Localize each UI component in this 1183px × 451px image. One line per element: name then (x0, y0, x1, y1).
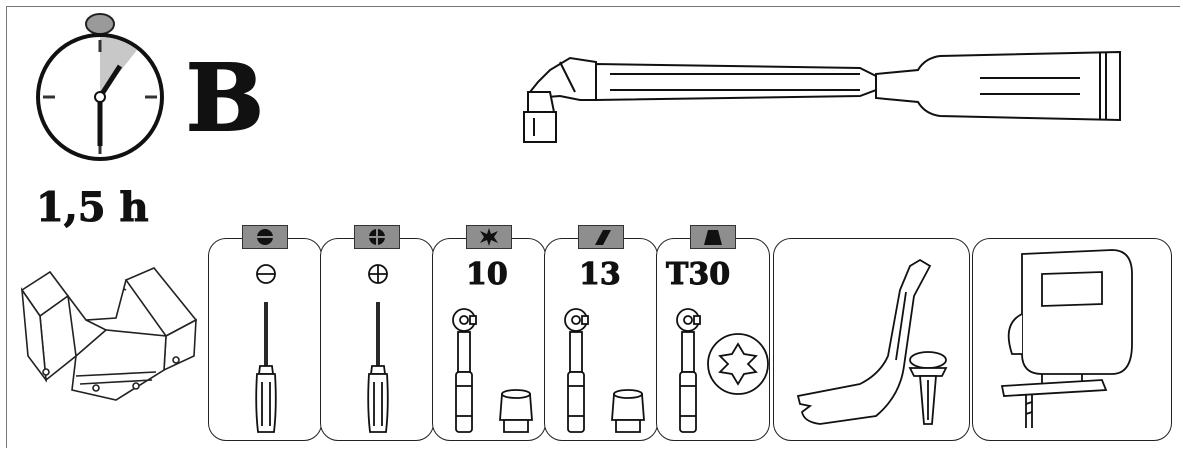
torx-socket-badge (690, 225, 736, 249)
ratchet-13-icon (564, 308, 645, 433)
flat-head-badge (242, 225, 288, 249)
phillips-head-badge (354, 225, 400, 249)
hex-socket-badge (466, 225, 512, 249)
socket-size-10: 10 (466, 257, 509, 292)
phillips-head-icon (368, 228, 386, 246)
flat-screwdriver-icon (255, 264, 277, 433)
hex-socket-icon (480, 228, 498, 246)
ratchet-10-icon (452, 308, 533, 433)
page-frame (6, 6, 1180, 448)
trim-removal-tool-icon (796, 258, 948, 425)
socket-size-13: 13 (579, 257, 622, 292)
duration-label: 1,5 h (36, 184, 150, 231)
torx-socket-icon (704, 230, 722, 245)
angled-socket-wrench-icon (523, 50, 1121, 143)
stopwatch-icon (36, 13, 164, 161)
square-socket-badge (578, 225, 624, 249)
ratchet-t30-icon (676, 308, 769, 433)
toolbox-icon (20, 267, 198, 401)
flat-head-icon (256, 229, 274, 245)
difficulty-letter: B (185, 44, 265, 152)
socket-size-t30: T30 (665, 257, 731, 292)
square-socket-icon (595, 230, 611, 245)
jigsaw-icon (1000, 249, 1133, 428)
phillips-screwdriver-icon (367, 264, 389, 433)
